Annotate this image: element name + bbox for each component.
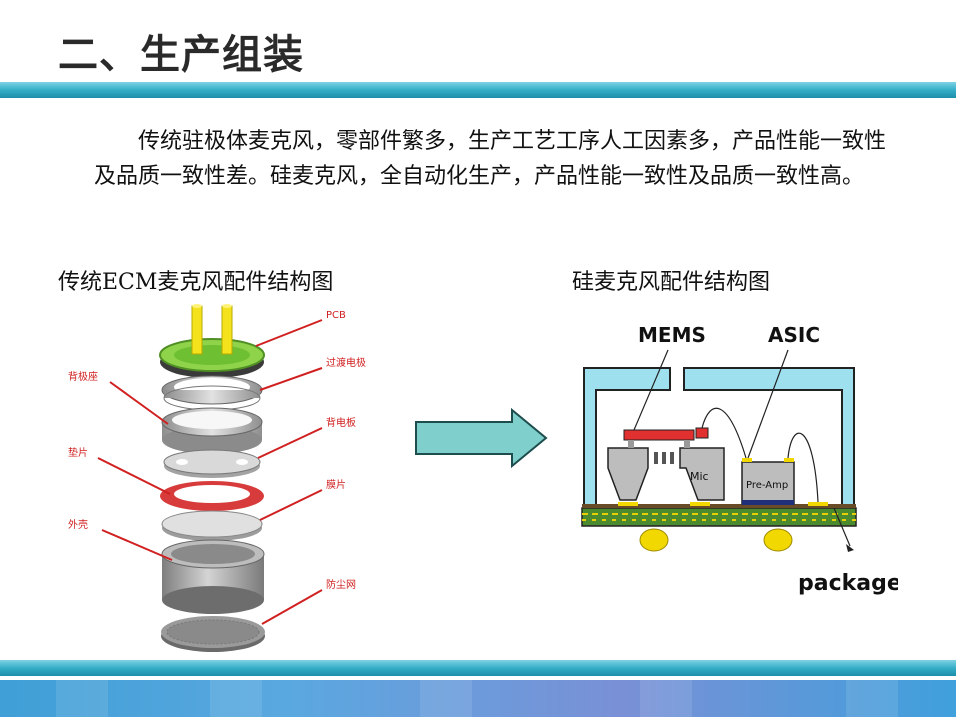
slide-title: 二、生产组装 (58, 32, 304, 78)
membrane-part (161, 510, 263, 541)
package-pointer (846, 544, 854, 552)
label-preamp: Pre-Amp (746, 480, 788, 491)
label-mems: MEMS (638, 323, 706, 347)
transition-arrow (415, 408, 548, 468)
spacer-part (160, 481, 264, 511)
package-substrate (581, 504, 857, 527)
intro-paragraph: 传统驻极体麦克风，零部件繁多，生产工艺工序人工因素多，产品性能一致性及品质一致性… (94, 129, 887, 189)
label-package: package (798, 571, 898, 596)
footer-tile (56, 680, 108, 717)
footer-band (0, 680, 956, 717)
ecm-exploded-diagram: PCB 过渡电极 背极座 背电板 垫片 膜片 外壳 防尘网 (68, 304, 366, 652)
bond-wires (633, 349, 851, 547)
solder-ball-left (639, 528, 669, 552)
label-electrode: 过渡电极 (326, 356, 366, 369)
dust-mesh-part (161, 616, 265, 652)
footer-accent-bar (0, 660, 956, 676)
footer-tile (640, 680, 692, 717)
footer-tile (420, 680, 472, 717)
label-pcb: PCB (326, 310, 346, 321)
footer-tile (846, 680, 898, 717)
shell-part (161, 539, 265, 614)
mems-die: Mic (607, 427, 725, 506)
ecm-caption: 传统ECM麦克风配件结构图 (58, 270, 334, 295)
back-seat-part (161, 407, 263, 454)
label-back-seat: 背极座 (68, 370, 98, 383)
label-membrane: 膜片 (326, 478, 346, 491)
title-underline-bar (0, 82, 956, 98)
mems-caption: 硅麦克风配件结构图 (572, 270, 771, 295)
label-mic: Mic (690, 470, 709, 483)
pcb-part (159, 304, 265, 378)
asic-die: Pre-Amp (741, 458, 828, 506)
label-dust-mesh: 防尘网 (326, 578, 356, 591)
label-spacer: 垫片 (68, 446, 88, 459)
label-shell: 外壳 (68, 518, 88, 531)
solder-ball-right (763, 528, 793, 552)
back-plate-part (163, 449, 261, 478)
footer-tile (210, 680, 262, 717)
ecm-label-arrows (97, 319, 323, 625)
electrode-ring-part (161, 375, 263, 411)
mems-package-diagram: MEMS ASIC Mic Pre-Amp (581, 323, 898, 596)
label-back-plate: 背电板 (326, 416, 356, 429)
label-asic: ASIC (768, 323, 820, 347)
